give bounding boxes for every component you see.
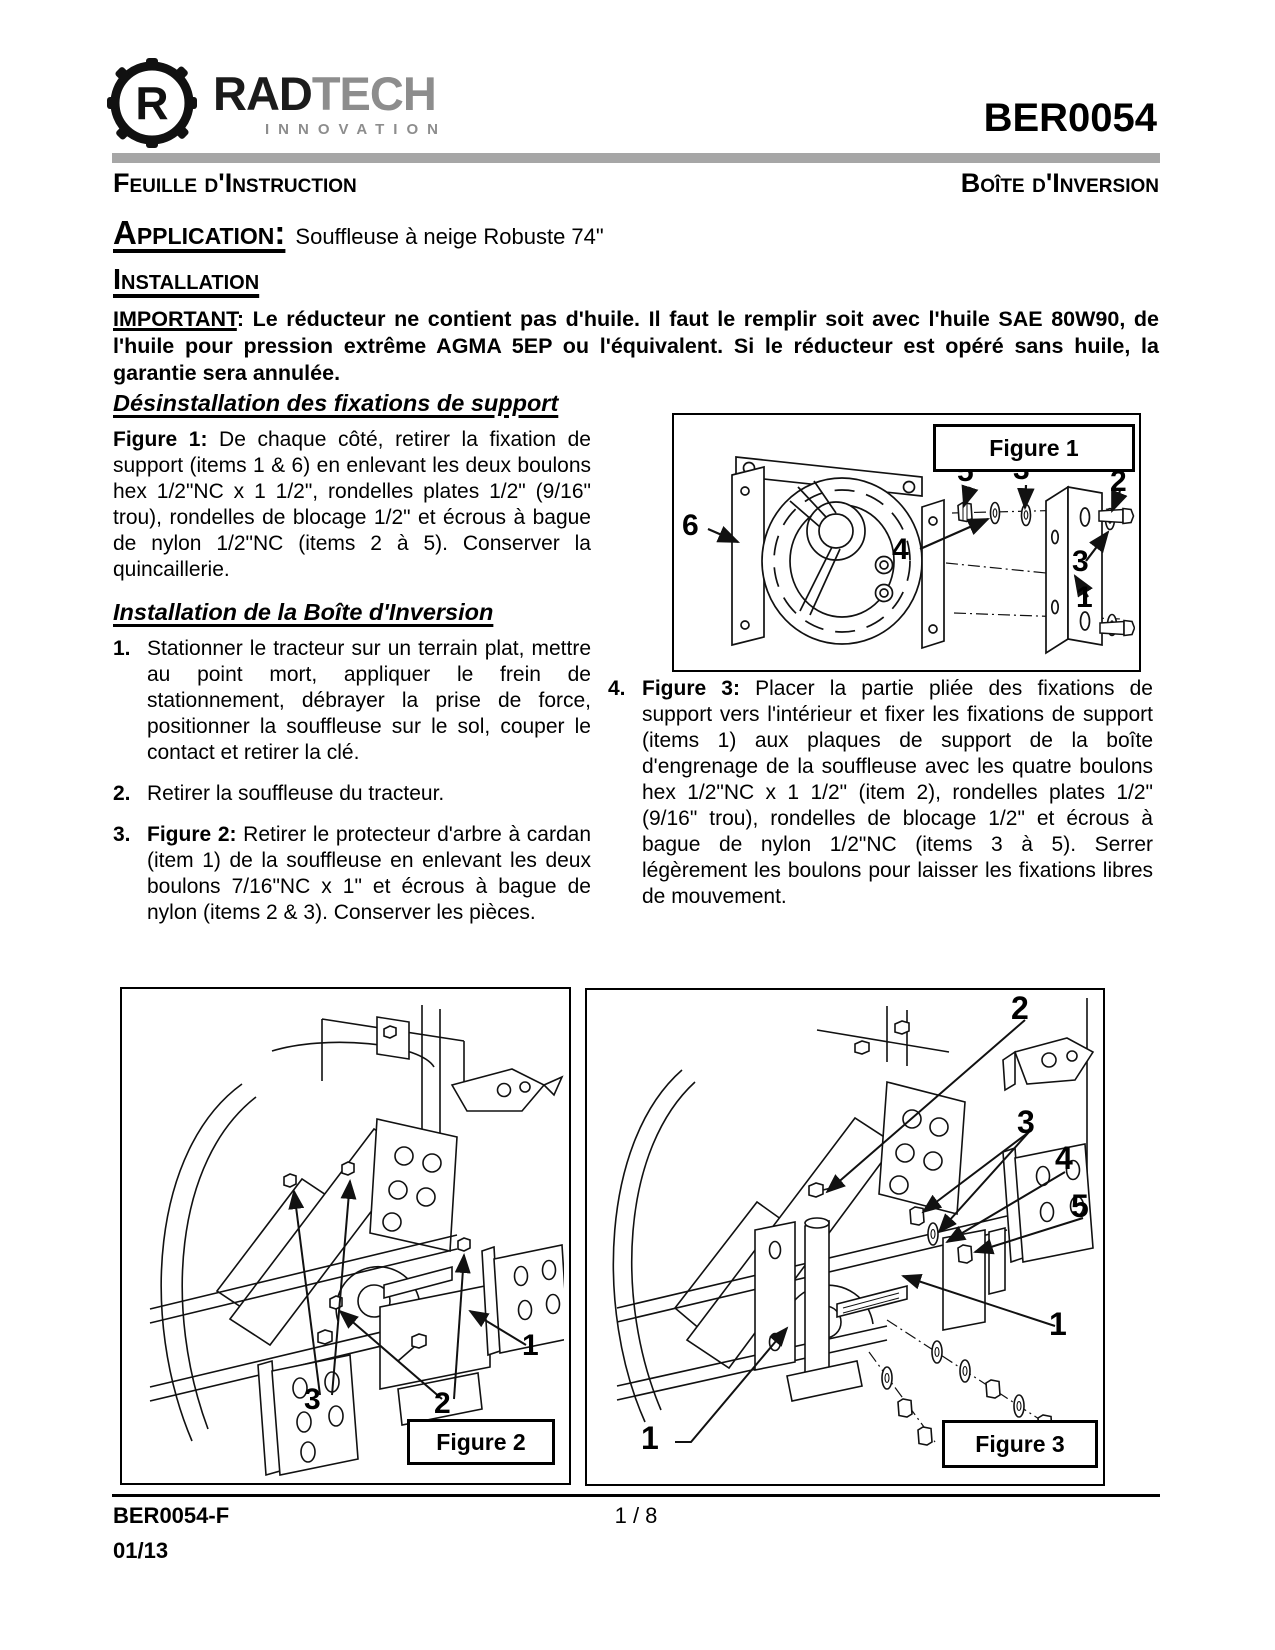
- important-text: : Le réducteur ne contient pas d'huile. …: [113, 307, 1159, 385]
- application-label: Application:: [113, 214, 286, 251]
- step-body-text: Placer la partie pliée des fixations de …: [642, 677, 1153, 908]
- product-title: Boîte d'Inversion: [960, 168, 1159, 198]
- step-figure-ref: Figure 3:: [642, 677, 740, 700]
- callout-6: 6: [682, 509, 699, 542]
- figure1-label-box: Figure 1: [933, 424, 1135, 472]
- step-number: 3.: [113, 823, 131, 846]
- step-body-text: Stationner le tracteur sur un terrain pl…: [147, 637, 591, 764]
- step-text: Figure 3: Placer la partie pliée des fix…: [642, 676, 1153, 910]
- gearbox-exploded-diagram: [707, 456, 1135, 655]
- brand-rad-text: RAD: [213, 66, 313, 120]
- svg-text:R: R: [135, 77, 168, 129]
- callout-1: 1: [522, 1329, 539, 1362]
- callout-2: 2: [1110, 465, 1127, 498]
- sheet-type-title: Feuille d'Instruction: [113, 168, 357, 198]
- figure1-ref-text: De chaque côté, retirer la fixation de s…: [113, 428, 591, 581]
- step-text: Figure 2: Retirer le protecteur d'arbre …: [147, 822, 591, 926]
- section-heading-uninstall: Désinstallation des fixations de support: [113, 390, 559, 416]
- doc-number: BER0054: [983, 96, 1157, 140]
- important-paragraph: IMPORTANT: Le réducteur ne contient pas …: [113, 306, 1159, 387]
- footer-page-number: 1 / 8: [614, 1503, 658, 1528]
- step-number: 2.: [113, 782, 131, 805]
- snowblower-shaft-guard-diagram: [149, 1005, 564, 1477]
- radtech-badge-icon: R: [107, 58, 197, 148]
- figure2-frame: 3 2 1 Figure 2: [120, 987, 571, 1485]
- callout-2: 2: [434, 1387, 451, 1420]
- left-column: Désinstallation des fixations de support…: [113, 390, 591, 941]
- callout-4: 4: [892, 533, 909, 566]
- snowblower-support-bracket-diagram: [612, 998, 1095, 1446]
- important-label: IMPORTANT: [113, 307, 237, 331]
- callout-1b: 1: [641, 1420, 659, 1456]
- step-text: Stationner le tracteur sur un terrain pl…: [147, 636, 591, 766]
- callout-3: 3: [1017, 1104, 1035, 1140]
- footer-doc-code: BER0054-F: [113, 1503, 230, 1528]
- step-item-4: 4. Figure 3: Placer la partie pliée des …: [608, 676, 1153, 925]
- step-body-text: Retirer le protecteur d'arbre à cardan (…: [147, 823, 591, 924]
- brand-wordmark: RADTECH INNOVATION: [213, 70, 447, 137]
- application-line: Application: Souffleuse à neige Robuste 7…: [113, 214, 604, 252]
- step-item-2: 2. Retirer la souffleuse du tracteur.: [113, 781, 591, 807]
- step-number: 1.: [113, 637, 131, 660]
- callout-5: 5: [1071, 1188, 1089, 1224]
- footer-rule: [112, 1494, 1160, 1497]
- callout-2: 2: [1011, 990, 1029, 1026]
- figure1-frame: 6 5 3 4 2 3 1 Figure 1: [672, 413, 1141, 672]
- application-value: Souffleuse à neige Robuste 74": [295, 224, 604, 249]
- brand-tagline: INNOVATION: [265, 120, 447, 138]
- step-body-text: Retirer la souffleuse du tracteur.: [147, 782, 445, 805]
- header-divider-bar: [112, 153, 1160, 163]
- callout-3: 3: [304, 1383, 321, 1416]
- subtitle-row: Feuille d'Instruction Boîte d'Inversion: [113, 168, 1159, 199]
- step-item-3: 3. Figure 2: Retirer le protecteur d'arb…: [113, 822, 591, 926]
- step-figure-ref: Figure 2:: [147, 823, 237, 846]
- callout-4: 4: [1055, 1140, 1073, 1176]
- figure2-label-box: Figure 2: [407, 1419, 555, 1465]
- callout-1: 1: [1076, 581, 1093, 614]
- section-heading-install: Installation de la Boîte d'Inversion: [113, 599, 494, 625]
- step-item-1: 1. Stationner le tracteur sur un terrain…: [113, 636, 591, 766]
- figure1-ref-label: Figure 1:: [113, 428, 208, 451]
- installation-title: Installation: [113, 264, 260, 296]
- header-logo: R RADTECH INNOVATION: [105, 56, 447, 150]
- callout-3b: 3: [1072, 545, 1089, 578]
- brand-tech-text: TECH: [311, 66, 437, 120]
- figure3-frame: 2 3 4 5 1 1 Figure 3: [585, 988, 1105, 1486]
- callout-1: 1: [1049, 1306, 1067, 1342]
- figure1-reference-paragraph: Figure 1: De chaque côté, retirer la fix…: [113, 427, 591, 583]
- install-steps-list: 1. Stationner le tracteur sur un terrain…: [113, 636, 591, 926]
- step-text: Retirer la souffleuse du tracteur.: [147, 781, 591, 807]
- step-number: 4.: [608, 677, 626, 700]
- figure3-label-box: Figure 3: [942, 1420, 1098, 1468]
- footer-date: 01/13: [113, 1538, 169, 1563]
